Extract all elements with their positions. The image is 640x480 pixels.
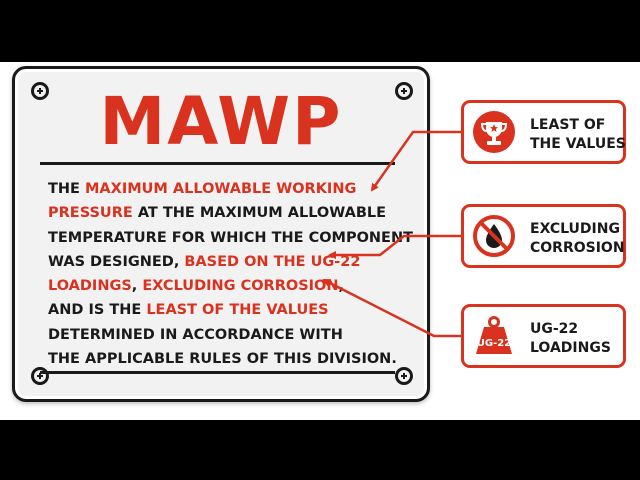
highlight-mawp: MAXIMUM ALLOWABLE WORKING [84,181,357,197]
text-line-3: TEMPERATURE FOR WHICH THE COMPONENT [48,229,413,246]
weight-icon-label: UG-22 [477,338,511,349]
callout-label: EXCLUDING CORROSION [530,221,625,256]
arrow-excluding-corrosion [328,232,467,259]
text-line-1: THE MAXIMUM ALLOWABLE WORKING [48,181,357,197]
callout-label: LEAST OF THE VALUES [530,117,626,152]
text-line-6: AND IS THE LEAST OF THE VALUES [48,302,329,319]
arrow-ug22-loadings [322,278,467,340]
callout-ug22-loadings: UG-22 UG-22 LOADINGS [461,304,626,368]
letterbox-bottom [0,420,640,480]
callout-least-of-values: LEAST OF THE VALUES [461,100,626,164]
text-line-4: WAS DESIGNED, BASED ON THE UG-22 [48,253,361,270]
arrow-least-of-values [370,128,467,192]
definition-text: THE MAXIMUM ALLOWABLE WORKING PRESSURE A… [48,177,423,371]
screw-icon [395,82,413,100]
divider-bottom [40,371,395,374]
callout-label: UG-22 LOADINGS [530,321,611,356]
text-line-5: LOADINGS, EXCLUDING CORROSION, [48,278,345,295]
screw-icon [31,367,49,385]
text-line-2: PRESSURE AT THE MAXIMUM ALLOWABLE [48,205,387,222]
no-corrosion-icon [473,215,515,257]
highlight-ug22: BASED ON THE UG-22 [184,253,361,270]
text-line-8: THE APPLICABLE RULES OF THIS DIVISION. [48,351,397,368]
callout-excluding-corrosion: EXCLUDING CORROSION [461,204,626,268]
screw-icon [31,82,49,100]
highlight-pressure: PRESSURE [48,205,133,222]
divider-top [40,162,395,165]
letterbox-top [0,0,640,62]
text-line-7: DETERMINED IN ACCORDANCE WITH [48,326,343,343]
highlight-loadings: LOADINGS [48,278,132,295]
weight-icon: UG-22 [476,316,512,354]
trophy-icon [473,111,515,153]
screw-icon [395,367,413,385]
highlight-least-of-values: LEAST OF THE VALUES [146,302,329,319]
plate-title: MAWP [99,83,343,160]
highlight-excluding-corrosion: EXCLUDING CORROSION [142,278,339,295]
